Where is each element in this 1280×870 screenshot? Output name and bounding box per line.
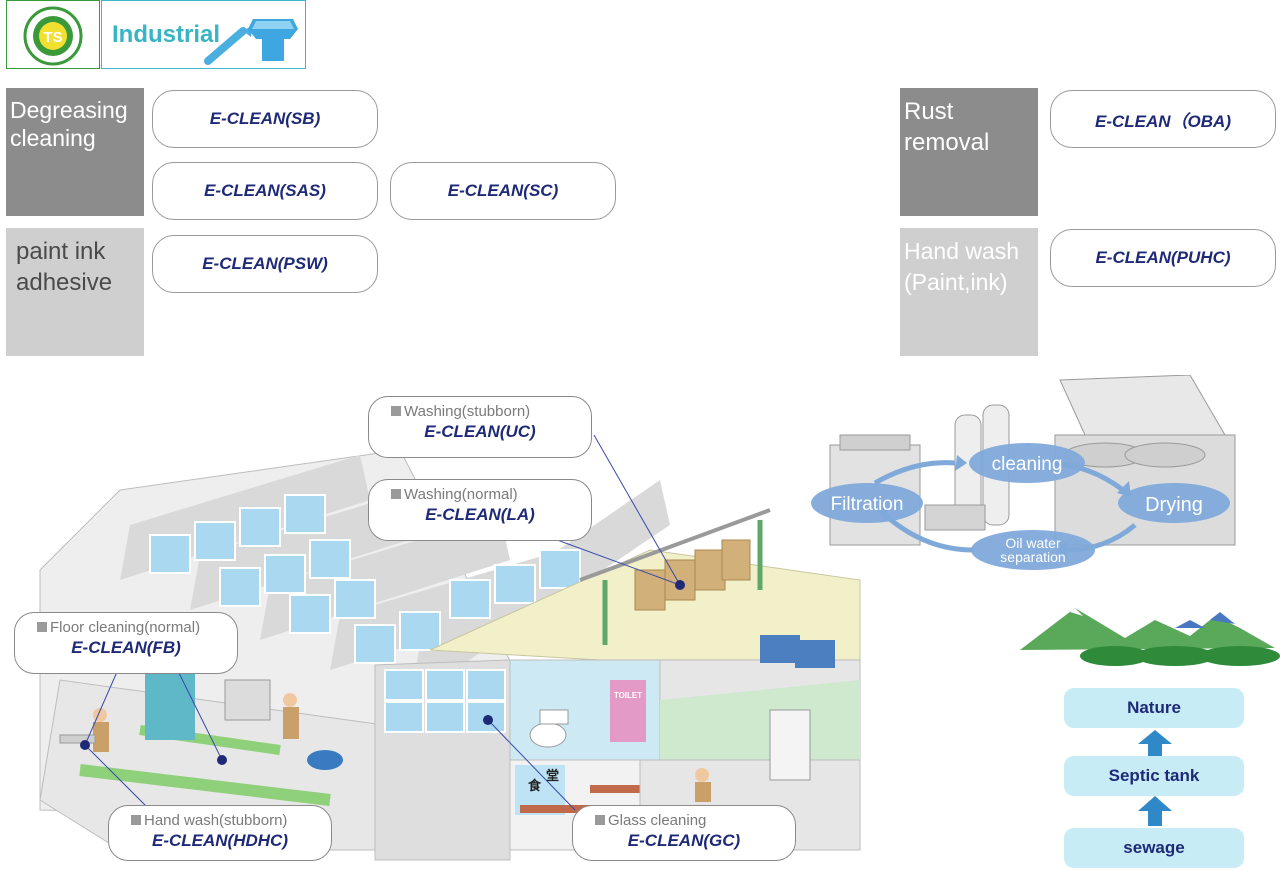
callout-fb-product: E-CLEAN(FB) bbox=[71, 638, 181, 657]
category-degreasing: Degreasing cleaning bbox=[6, 88, 144, 216]
bullet-square-icon bbox=[595, 815, 605, 825]
callout-la-product: E-CLEAN(LA) bbox=[425, 505, 535, 524]
callout-la-desc: Washing(normal) bbox=[404, 486, 518, 503]
category-hand-wash: Hand wash (Paint,ink) bbox=[900, 228, 1038, 356]
cycle-drying-label: Drying bbox=[1145, 494, 1203, 516]
callout-uc-product: E-CLEAN(UC) bbox=[424, 422, 536, 441]
canteen-sign-1: 食 bbox=[528, 778, 542, 793]
callout-hdhc-desc: Hand wash(stubborn) bbox=[144, 812, 288, 829]
product-sas-button[interactable]: E-CLEAN(SAS) bbox=[152, 162, 378, 220]
toilet-sign: TOILET bbox=[614, 691, 642, 700]
product-puhc-button[interactable]: E-CLEAN(PUHC) bbox=[1050, 229, 1276, 287]
wrench-bolt-icon bbox=[204, 19, 298, 65]
cleaning-cycle-diagram: cleaning Filtration Drying Oil water sep… bbox=[811, 375, 1236, 570]
industrial-label: Industrial bbox=[112, 21, 221, 48]
callout-fb-desc: Floor cleaning(normal) bbox=[50, 619, 201, 636]
cycle-filtration-label: Filtration bbox=[831, 494, 904, 515]
cycle-oil-label-2: separation bbox=[1000, 549, 1065, 565]
callout-uc-desc: Washing(stubborn) bbox=[404, 403, 531, 420]
flow-septic-box: Septic tank bbox=[1064, 756, 1244, 796]
bullet-square-icon bbox=[131, 815, 141, 825]
flow-sewage-box: sewage bbox=[1064, 828, 1244, 868]
callout-gc[interactable]: Glass cleaning E-CLEAN(GC) bbox=[572, 805, 796, 861]
canteen-sign-2: 堂 bbox=[546, 768, 559, 783]
factory-illustration: TOILET 食 堂 bbox=[39, 434, 861, 861]
bullet-square-icon bbox=[391, 489, 401, 499]
safe-care-logo: TS bbox=[6, 0, 100, 69]
industrial-logo: Industrial bbox=[101, 0, 306, 69]
ts-badge-icon: TS bbox=[23, 6, 83, 66]
bullet-square-icon bbox=[391, 406, 401, 416]
arrow-up-icon bbox=[1138, 796, 1172, 826]
callout-gc-desc: Glass cleaning bbox=[608, 812, 707, 829]
product-sc-button[interactable]: E-CLEAN(SC) bbox=[390, 162, 616, 220]
mountain-icon bbox=[1020, 608, 1280, 666]
arrow-up-icon bbox=[1138, 730, 1172, 756]
bullet-square-icon bbox=[37, 622, 47, 632]
cycle-oil-label-1: Oil water bbox=[1005, 535, 1061, 551]
product-psw-button[interactable]: E-CLEAN(PSW) bbox=[152, 235, 378, 293]
callout-hdhc[interactable]: Hand wash(stubborn) E-CLEAN(HDHC) bbox=[108, 805, 332, 861]
callout-uc[interactable]: Washing(stubborn) E-CLEAN(UC) bbox=[368, 396, 592, 458]
flow-nature-box: Nature bbox=[1064, 688, 1244, 728]
callout-hdhc-product: E-CLEAN(HDHC) bbox=[152, 831, 288, 850]
callout-la[interactable]: Washing(normal) E-CLEAN(LA) bbox=[368, 479, 592, 541]
product-sb-button[interactable]: E-CLEAN(SB) bbox=[152, 90, 378, 148]
category-paint-ink-adhesive: paint ink adhesive bbox=[6, 228, 144, 356]
cycle-cleaning-label: cleaning bbox=[992, 454, 1063, 475]
svg-text:TS: TS bbox=[43, 29, 62, 46]
callout-fb[interactable]: Floor cleaning(normal) E-CLEAN(FB) bbox=[14, 612, 238, 674]
category-rust-removal: Rust removal bbox=[900, 88, 1038, 216]
callout-gc-product: E-CLEAN(GC) bbox=[627, 831, 741, 850]
product-oba-button[interactable]: E-CLEAN（OBA) bbox=[1050, 90, 1276, 148]
